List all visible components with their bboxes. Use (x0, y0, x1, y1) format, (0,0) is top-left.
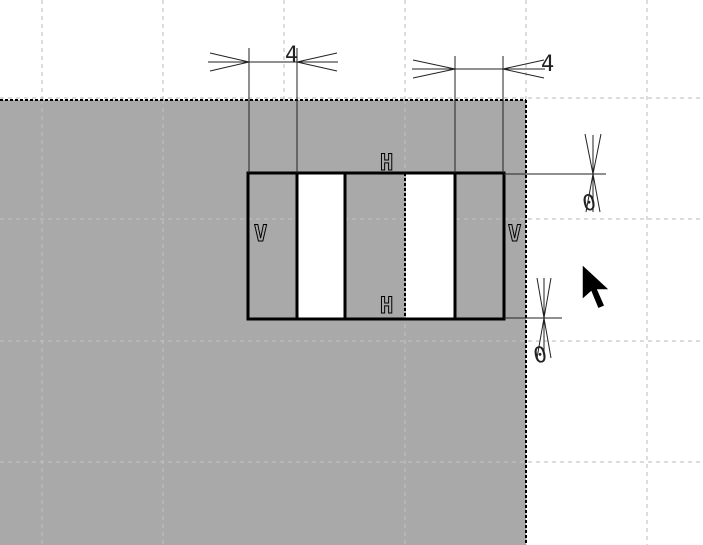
constraint-bottom-horizontal[interactable]: H (380, 294, 394, 320)
arrow-cursor-shape (581, 262, 612, 310)
dim-top-arrow-b (585, 173, 601, 213)
dim-top-offset-value: 0 (580, 190, 598, 217)
dim-bottom-offset[interactable] (504, 277, 562, 360)
profile-rect[interactable] (246, 171, 506, 321)
constraint-left-vertical[interactable]: V (254, 222, 268, 248)
arrow-cursor-icon (581, 262, 612, 310)
constraint-top-horizontal[interactable]: H (380, 151, 394, 177)
dim-bottom-arrow-b (536, 317, 552, 359)
dim-right-arrow-a (412, 59, 456, 79)
constraint-right-vertical[interactable]: V (508, 222, 522, 248)
dim-right-gap[interactable] (412, 56, 545, 173)
dim-left-arrow-a (209, 52, 250, 72)
dim-left-gap[interactable] (208, 48, 338, 173)
dim-bottom-offset-value: 0 (531, 342, 549, 369)
dim-right-arrow-b (502, 59, 545, 79)
profile-outline[interactable] (246, 171, 506, 321)
slot-right[interactable] (406, 174, 454, 318)
part-edges (0, 99, 527, 545)
dim-left-gap-value: 4 (285, 43, 298, 68)
dim-top-offset[interactable] (504, 133, 606, 213)
dim-left-arrow-b (296, 52, 338, 72)
slot-left[interactable] (297, 174, 345, 318)
dim-right-gap-value: 4 (541, 52, 554, 77)
part-body[interactable] (0, 100, 526, 545)
